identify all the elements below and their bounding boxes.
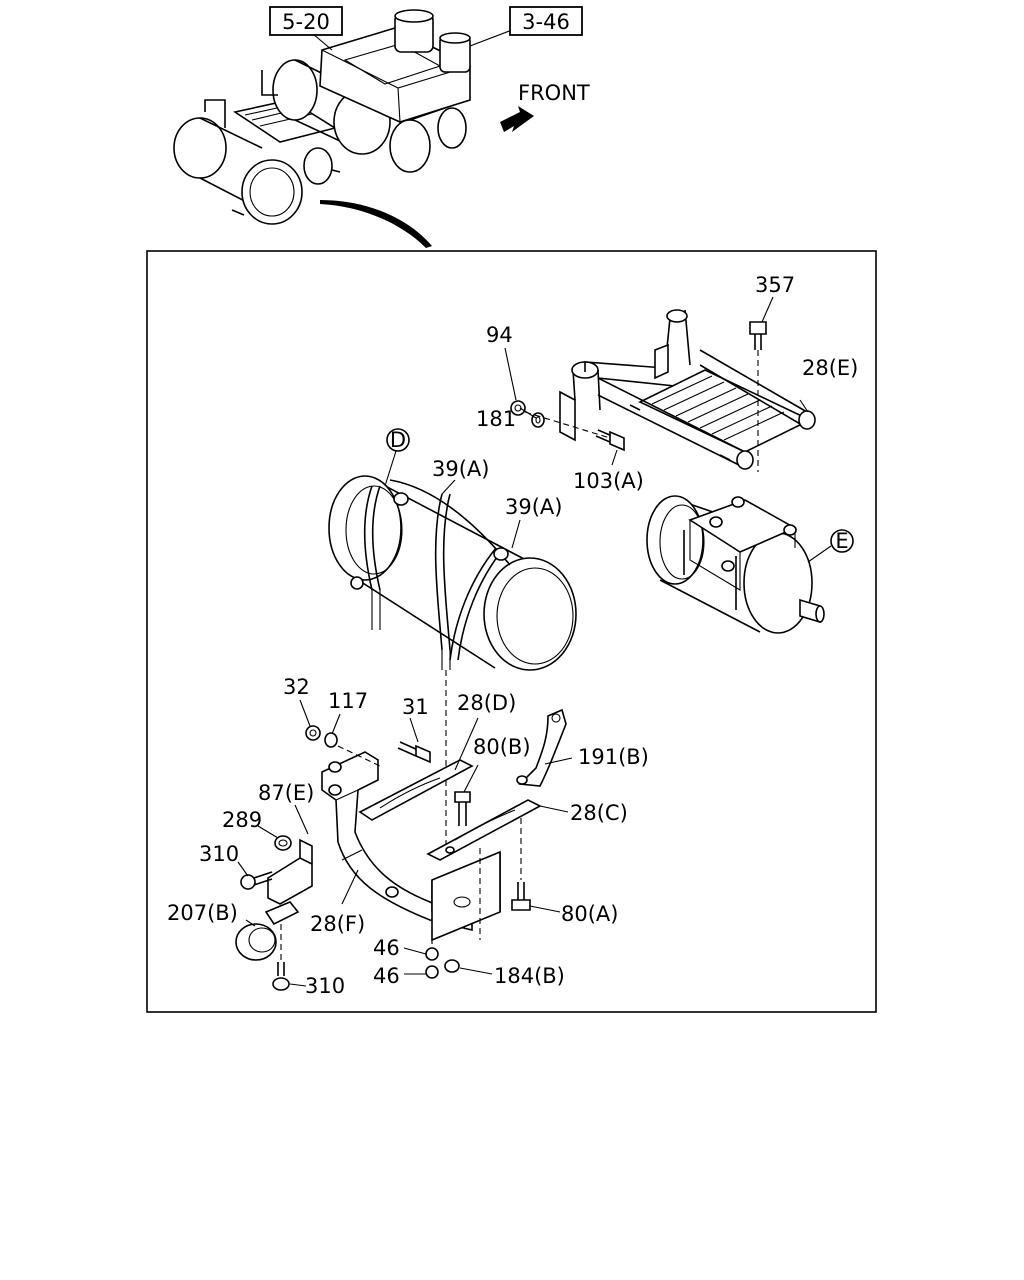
- nut-32: [305, 725, 321, 741]
- callout-28d[interactable]: 28(D): [457, 691, 516, 715]
- detail-marker-d[interactable]: D: [386, 428, 410, 452]
- bolt-310-upper: [240, 871, 273, 890]
- ref-box-3-46[interactable]: 3-46: [509, 6, 583, 36]
- clip-87e: [267, 838, 313, 905]
- nut-46-lower: [425, 965, 439, 979]
- bolt-31: [397, 741, 431, 764]
- bolt-80b: [454, 791, 471, 826]
- detail-marker-e[interactable]: E: [830, 529, 854, 553]
- callout-28c[interactable]: 28(C): [570, 801, 628, 825]
- tank-d: [328, 475, 577, 860]
- front-label: FRONT: [518, 81, 590, 105]
- bolt-357: [749, 321, 767, 472]
- detail-frame: [146, 250, 877, 1013]
- callout-103a[interactable]: 103(A): [573, 469, 644, 493]
- callout-87e[interactable]: 87(E): [258, 781, 314, 805]
- ref-label-3-46: 3-46: [522, 10, 570, 34]
- washer-181: [531, 412, 545, 428]
- callout-310-lower[interactable]: 310: [305, 974, 345, 998]
- callout-94[interactable]: 94: [486, 323, 513, 347]
- washer-117: [324, 732, 338, 748]
- marker-e-label: E: [835, 529, 848, 553]
- ref-box-5-20[interactable]: 5-20: [269, 6, 343, 36]
- callout-46-upper[interactable]: 46: [373, 936, 400, 960]
- leader-lines: [237, 296, 809, 987]
- callout-310-upper[interactable]: 310: [199, 842, 239, 866]
- upper-bracket-28e: [559, 309, 816, 470]
- callout-31[interactable]: 31: [402, 695, 429, 719]
- callout-184b[interactable]: 184(B): [494, 964, 565, 988]
- callout-46-lower[interactable]: 46: [373, 964, 400, 988]
- callout-labels: 357 94 28(E) 181 103(A) 39(A) 39(A) 32 1…: [167, 273, 858, 998]
- callout-181[interactable]: 181: [476, 407, 516, 431]
- bolt-103a: [595, 429, 625, 452]
- callout-39a-lower[interactable]: 39(A): [505, 495, 562, 519]
- callout-289[interactable]: 289: [222, 808, 262, 832]
- marker-d-label: D: [390, 428, 406, 452]
- nut-289: [274, 835, 292, 851]
- strap-191b: [516, 708, 567, 787]
- callout-207b[interactable]: 207(B): [167, 901, 238, 925]
- lower-bracket-frame: [321, 751, 542, 942]
- callout-357[interactable]: 357: [755, 273, 795, 297]
- callout-28f[interactable]: 28(F): [310, 912, 365, 936]
- overview-assembly: [173, 9, 513, 248]
- callout-32[interactable]: 32: [283, 675, 310, 699]
- callout-28e[interactable]: 28(E): [802, 356, 858, 380]
- front-arrow-icon: [500, 106, 534, 132]
- clamp-207b: [235, 901, 300, 961]
- callout-80a[interactable]: 80(A): [561, 902, 618, 926]
- washer-184b: [444, 959, 460, 973]
- callout-117[interactable]: 117: [328, 689, 368, 713]
- bolt-310-lower: [272, 962, 290, 991]
- ref-label-5-20: 5-20: [282, 10, 330, 34]
- nut-46-upper: [425, 947, 439, 961]
- bolt-80a: [511, 818, 531, 911]
- callout-191b[interactable]: 191(B): [578, 745, 649, 769]
- tank-e: [646, 495, 825, 634]
- callout-80b[interactable]: 80(B): [473, 735, 531, 759]
- callout-39a-upper[interactable]: 39(A): [432, 457, 489, 481]
